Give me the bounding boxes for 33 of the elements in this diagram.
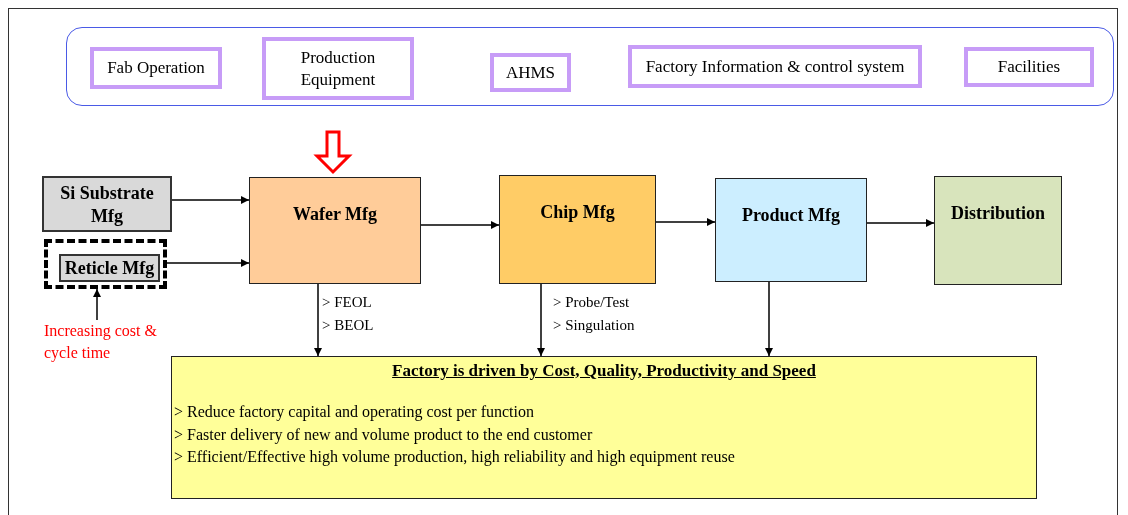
bullet-text: > Faster delivery of new and volume product to the end customer [174, 424, 594, 446]
process-box: Wafer Mfg [249, 177, 421, 284]
process-box: Product Mfg [715, 178, 867, 282]
arrow [93, 288, 101, 321]
arrow [420, 221, 500, 229]
step-label: > Singulation [553, 317, 635, 334]
step-label: > Probe/Test [553, 294, 630, 311]
note-heading: Factory is driven by Cost, Quality, Productivity and Speed [391, 361, 817, 381]
dashed-group-box [44, 239, 167, 289]
group-band [66, 27, 1114, 106]
category-box: AHMS [490, 53, 571, 92]
process-box: Reticle Mfg [59, 254, 160, 282]
category-box: Production Equipment [262, 37, 414, 100]
annotation-text: Increasing cost & cycle time [40, 320, 180, 364]
arrow [765, 281, 773, 357]
process-box: Chip Mfg [499, 175, 656, 284]
process-box: Si Substrate Mfg [42, 176, 172, 232]
bullet-text: > Efficient/Effective high volume production, high reliability and high equipment reuse [174, 447, 736, 468]
note-box [171, 356, 1037, 499]
hollow-arrow [313, 130, 353, 175]
arrow [655, 218, 716, 226]
arrow [314, 283, 322, 357]
step-label: > FEOL [322, 294, 372, 311]
category-box: Fab Operation [90, 47, 222, 89]
arrow [166, 259, 250, 267]
category-box: Facilities [964, 47, 1094, 87]
arrow [866, 219, 935, 227]
arrow [171, 196, 250, 204]
arrow [537, 283, 545, 357]
category-box: Factory Information & control system [628, 45, 922, 88]
step-label: > BEOL [322, 317, 374, 334]
process-box: Distribution [934, 176, 1062, 285]
bullet-text: > Reduce factory capital and operating cost per function [174, 402, 535, 423]
